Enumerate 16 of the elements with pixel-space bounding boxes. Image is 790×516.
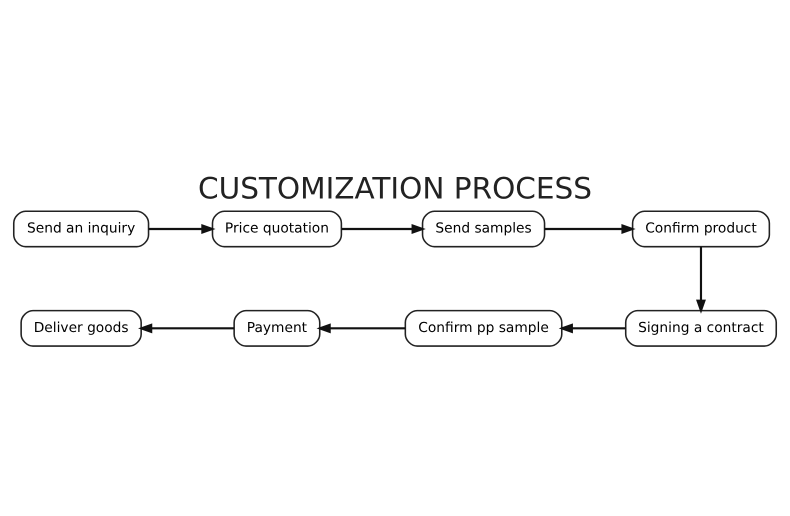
node-box: Price quotation [212,210,342,247]
arrow [138,322,234,333]
diagram-title: CUSTOMIZATION PROCESS [198,170,592,205]
node-box: Signing a contract [624,309,778,346]
node-box: Confirm pp sample [404,309,563,346]
node-box: Deliver goods [20,309,142,346]
arrow [696,246,706,314]
arrow [544,224,636,234]
arrow [148,224,216,234]
arrow [342,224,426,234]
arrow [558,322,626,333]
node-box: Payment [233,309,321,346]
arrow [316,322,406,333]
node-box: Confirm product [632,210,770,247]
node-box: Send an inquiry [12,210,150,247]
node-box: Send samples [422,210,546,247]
